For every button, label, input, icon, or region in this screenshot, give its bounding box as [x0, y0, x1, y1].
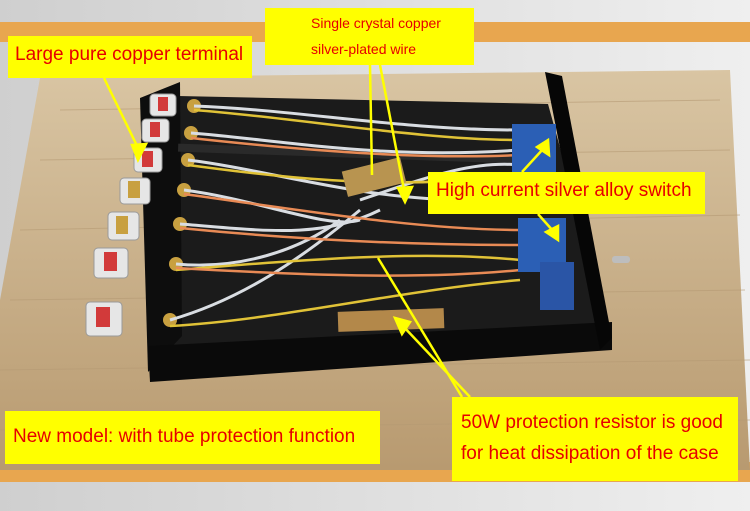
wire-callout: Single crystal copper silver-plated wire: [265, 8, 474, 65]
terminal-pointer: [102, 77, 142, 153]
resistor-callout-line-2: for heat dissipation of the case: [461, 443, 719, 464]
wire-pointer-2: [378, 64, 407, 196]
switch-pointer-1: [521, 147, 545, 173]
model-callout-text: New model: with tube protection function: [13, 426, 356, 447]
upper-resistor: [341, 157, 407, 197]
switch-callout-text: High current silver alloy switch: [436, 180, 692, 201]
binding-post: [93, 247, 183, 279]
terminal-callout: Large pure copper terminal: [8, 36, 252, 78]
switch-callout: High current silver alloy switch: [428, 172, 705, 214]
binding-post: [119, 177, 191, 205]
binding-post: [85, 301, 177, 337]
side-knob: [612, 256, 630, 263]
resistor-callout-line-1: 50W protection resistor is good: [461, 412, 723, 433]
wire-callout-line-2: silver-plated wire: [311, 41, 417, 57]
resistor-callout: 50W protection resistor is good for heat…: [452, 397, 738, 481]
lower-switch-body: [540, 262, 574, 310]
wire-pointer-1: [368, 64, 374, 176]
orange-wires: [175, 136, 521, 277]
wire-arrowhead: [396, 185, 415, 205]
silver-wires: [169, 104, 521, 322]
model-callout: New model: with tube protection function: [5, 411, 380, 464]
resistor-pointer-2: [401, 324, 471, 398]
resistor-arrowhead: [392, 316, 413, 337]
wire-callout-line-1: Single crystal copper: [311, 15, 441, 31]
binding-post-terminals: [85, 93, 201, 337]
switch-arrowhead-lower: [543, 223, 560, 243]
terminal-arrowhead: [130, 142, 149, 164]
switch-arrowhead-upper: [534, 137, 551, 158]
terminal-callout-text: Large pure copper terminal: [15, 44, 244, 65]
callout-pointers: [102, 64, 560, 398]
lower-resistor: [337, 308, 445, 332]
case-front-wall: [148, 322, 612, 382]
